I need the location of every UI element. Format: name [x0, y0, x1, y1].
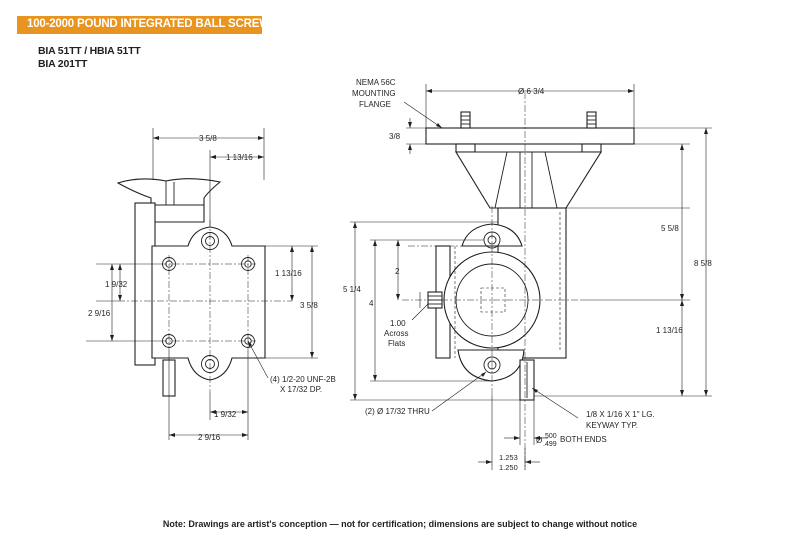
callout-across-flats: Across [384, 329, 408, 338]
nut [455, 143, 476, 153]
dim-right-upper: 1 13/16 [275, 269, 302, 278]
title-banner: 100-2000 POUND INTEGRATED BALL SCREW [17, 16, 270, 34]
callout-keyway-type: KEYWAY TYP. [586, 421, 638, 430]
nut [581, 143, 602, 153]
dim-bottom-lower: 1.250 [499, 463, 518, 472]
callout-both-ends: BOTH ENDS [560, 435, 607, 444]
adapter-cone [455, 151, 602, 209]
callout-flange: FLANGE [359, 100, 391, 109]
dim-left-lower: 2 9/16 [88, 309, 111, 318]
dim-bottom-upper: 1.253 [499, 453, 518, 462]
dim-bottom-half: 1 9/32 [214, 410, 237, 419]
callout-flange: MOUNTING [352, 89, 396, 98]
nema-flange [425, 127, 635, 145]
callout-tapped-holes: (4) 1/2-20 UNF-2B [270, 375, 336, 384]
side-view: 3 5/8 1 13/16 1 9/32 2 9/16 1 13/16 [86, 128, 336, 442]
front-view: Ø 6 3/4 NEMA 56C MOUNTING FLANGE 3/8 5 1… [343, 78, 712, 472]
callout-tapped-holes-depth: X 17/32 DP. [280, 385, 322, 394]
model-label: BIA 51TT / HBIA 51TT [38, 45, 141, 57]
dim-left-mid: 2 [395, 267, 400, 276]
callout-across-flats: 1.00 [390, 319, 406, 328]
callout-keyway: 1/8 X 1/16 X 1" LG. [586, 410, 655, 419]
dim-flange-dia: Ø 6 3/4 [518, 87, 545, 96]
dim-right-lower: 1 13/16 [656, 326, 683, 335]
shaft-dia-max: .500 [543, 433, 557, 440]
model-label: BIA 201TT [38, 58, 88, 70]
dim-left-total: 4 [369, 299, 374, 308]
dim-right-height: 3 5/8 [300, 301, 318, 310]
dim-flange-thk: 3/8 [389, 132, 401, 141]
shaft-dia-prefix: Ø [536, 436, 542, 445]
dim-left-upper: 1 9/32 [105, 280, 128, 289]
dim-right-upper: 5 5/8 [661, 224, 679, 233]
callout-across-flats: Flats [388, 339, 405, 348]
shaft-dia-min: .499 [543, 441, 557, 448]
callout-thru-holes: (2) Ø 17/32 THRU [365, 407, 430, 416]
dim-right-total: 8 5/8 [694, 259, 712, 268]
dim-left-height: 5 1/4 [343, 285, 361, 294]
dim-bottom-full: 2 9/16 [198, 433, 221, 442]
motor-adapter [116, 178, 222, 223]
callout-flange: NEMA 56C [356, 78, 396, 87]
lower-boss [457, 349, 525, 382]
dim-overall-width: 3 5/8 [199, 134, 217, 143]
page-title: 100-2000 POUND INTEGRATED BALL SCREW [27, 18, 270, 30]
footnote: Note: Drawings are artist's conception —… [162, 519, 638, 529]
dim-half-width: 1 13/16 [226, 153, 253, 162]
